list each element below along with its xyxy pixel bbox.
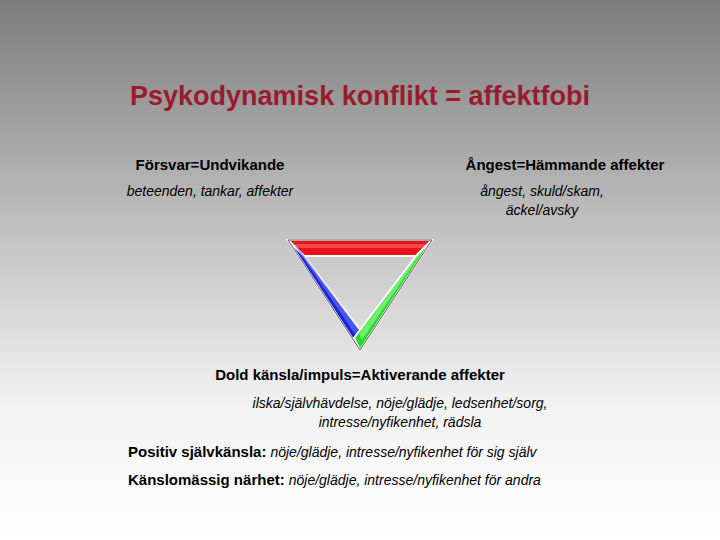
slide-title: Psykodynamisk konflikt = affektfobi [0,78,720,114]
row-note: nöje/glädje, intresse/nyfikenhet för and… [289,471,541,490]
corner-heading: Ångest=Hämmande affekter [425,155,705,175]
row-heading: Känslomässig närhet: [128,470,285,490]
green-bar-highlight [359,247,425,340]
corner-note: ångest, skuld/skam, äckel/avsky [462,182,622,220]
green-bar [354,240,432,350]
corner-heading: Försvar=Undvikande [110,155,310,175]
row-note: nöje/glädje, intresse/nyfikenhet för sig… [270,443,536,462]
corner-note: beteenden, tankar, affekter [100,182,320,201]
triangle-outline [288,240,432,350]
row-heading: Positiv självkänsla: [128,442,266,462]
corner-heading: Dold känsla/impuls=Aktiverande affekter [170,365,550,385]
red-bar-highlight [292,244,428,248]
blue-bar-highlight [295,246,362,340]
red-bar [288,240,432,256]
blue-bar [288,240,366,350]
corner-note: ilska/självhävdelse, nöje/glädje, ledsen… [240,394,560,432]
